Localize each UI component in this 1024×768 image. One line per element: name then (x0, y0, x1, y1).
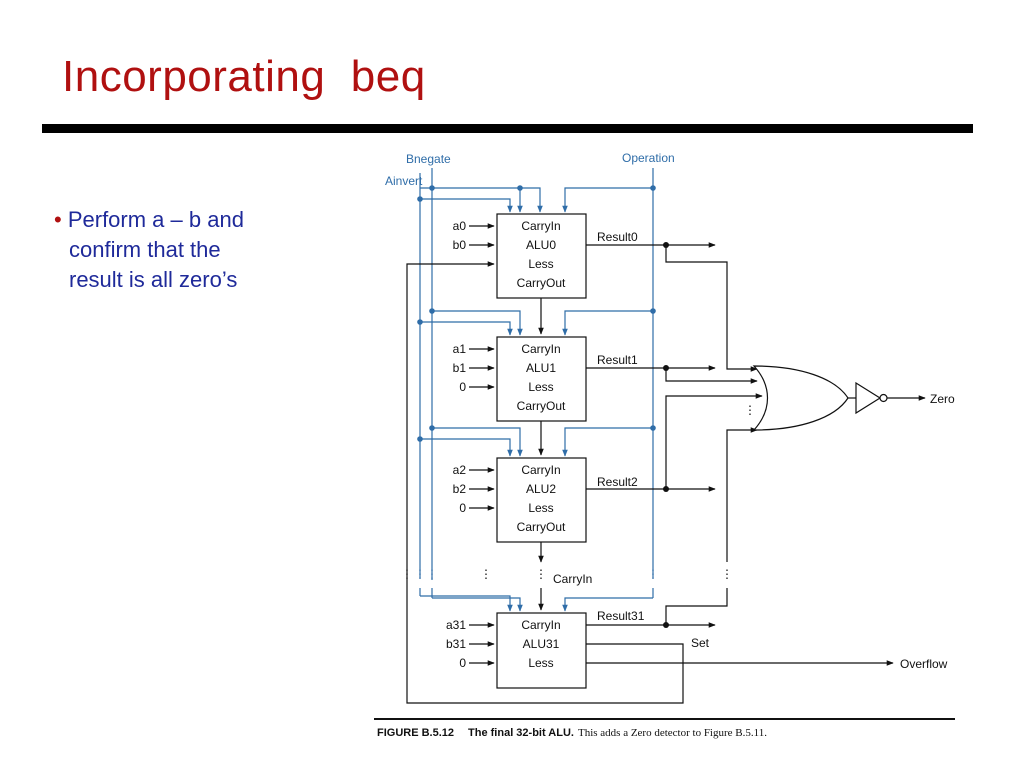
control-buses (419, 168, 654, 612)
bullet-line-3: result is all zero’s (69, 267, 238, 292)
result31-label: Result31 (597, 609, 645, 623)
input-a1: a1 (453, 342, 467, 356)
caption-text: This adds a Zero detector to Figure B.5.… (578, 727, 767, 739)
alu31-block (496, 612, 587, 689)
bullet-line-2: confirm that the (69, 237, 221, 262)
figure-caption: FIGURE B.5.12 The final 32-bit ALU. This a… (377, 727, 767, 739)
alu1-name: ALU1 (526, 361, 556, 375)
data-wires (406, 223, 926, 704)
slide-title: Incorporating beq (62, 52, 426, 101)
ainvert-label: Ainvert (385, 174, 423, 188)
ellipsis: ⋮ (480, 567, 492, 581)
overflow-label: Overflow (900, 657, 948, 671)
ellipsis: ⋮ (535, 567, 547, 581)
bullet-list: • Perform a – b and confirm that the res… (54, 205, 324, 295)
ellipsis: ⋮ (744, 403, 756, 417)
alu2-name: ALU2 (526, 482, 556, 496)
bullet-marker: • (54, 207, 62, 232)
control-junctions (417, 185, 656, 442)
alu1-block (496, 336, 587, 422)
result1-label: Result1 (597, 353, 638, 367)
alu0-less: Less (528, 257, 553, 271)
alu1-carryin: CarryIn (521, 342, 560, 356)
input-b0: b0 (453, 238, 467, 252)
alu0-carryin: CarryIn (521, 219, 560, 233)
alu2-less: Less (528, 501, 553, 515)
alu31-name: ALU31 (523, 637, 560, 651)
alu1-less: Less (528, 380, 553, 394)
alu1-carryout: CarryOut (517, 399, 566, 413)
alu0-block (496, 213, 587, 299)
ellipsis: ⋮ (647, 567, 659, 581)
input-a0: a0 (453, 219, 467, 233)
result0-label: Result0 (597, 230, 638, 244)
bullet-line-1: Perform a – b and (67, 207, 244, 232)
input-a2: a2 (453, 463, 467, 477)
input-less2: 0 (459, 501, 466, 515)
input-less1: 0 (459, 380, 466, 394)
result2-label: Result2 (597, 475, 638, 489)
ellipsis: ⋮ (721, 567, 733, 581)
input-b31: b31 (446, 637, 466, 651)
input-less31: 0 (459, 656, 466, 670)
alu0-carryout: CarryOut (517, 276, 566, 290)
alu2-block (496, 457, 587, 543)
inverter-gate (855, 381, 882, 415)
input-a31: a31 (446, 618, 466, 632)
carryin-label: CarryIn (553, 572, 592, 586)
bullet-item: • Perform a – b and confirm that the res… (54, 205, 324, 295)
bnegate-label: Bnegate (406, 152, 451, 166)
zero-label: Zero (930, 392, 955, 406)
set-feedback-wire (406, 261, 684, 704)
set-label: Set (691, 636, 710, 650)
or-gate (752, 365, 849, 431)
input-b2: b2 (453, 482, 467, 496)
alu2-carryin: CarryIn (521, 463, 560, 477)
ellipsis: ⋮ (426, 567, 438, 581)
input-b1: b1 (453, 361, 467, 375)
alu0-name: ALU0 (526, 238, 556, 252)
alu31-less: Less (528, 656, 553, 670)
operation-label: Operation (622, 151, 675, 165)
ellipsis: ⋮ (414, 567, 426, 581)
caption-figure-number: FIGURE B.5.12 (377, 727, 454, 739)
title-divider (42, 124, 973, 133)
data-junctions (663, 242, 669, 628)
alu2-carryout: CarryOut (517, 520, 566, 534)
ellipsis: ⋮ (401, 567, 413, 581)
caption-title: The final 32-bit ALU. (468, 727, 574, 739)
alu31-carryin: CarryIn (521, 618, 560, 632)
